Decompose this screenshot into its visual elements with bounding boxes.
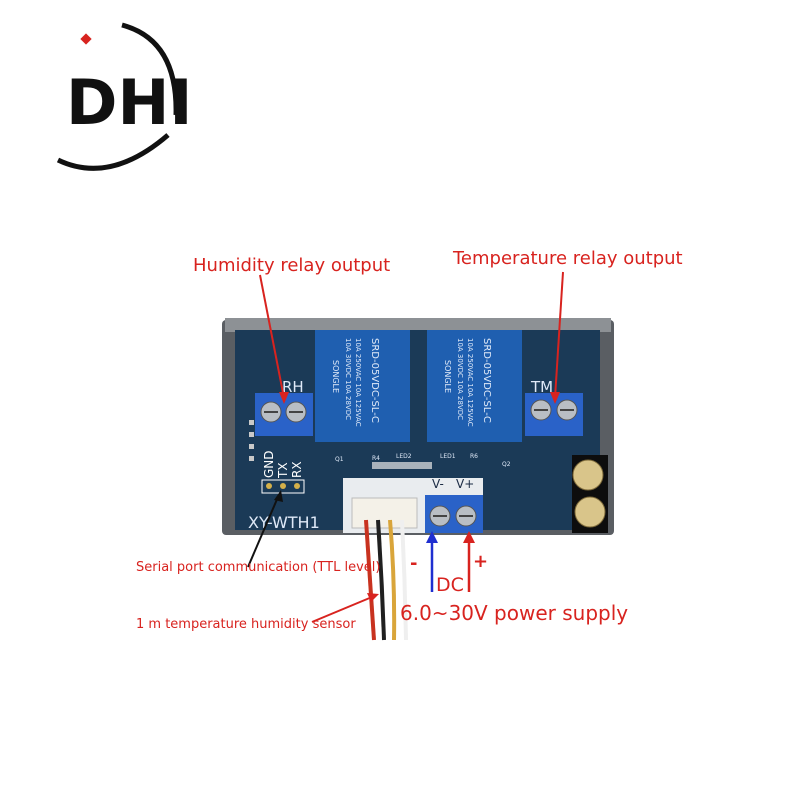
logo-swoosh-bottom [56,133,170,171]
arrow-serial [247,490,283,568]
svg-text:GND: GND [262,450,276,478]
label-plus: + [473,551,489,572]
relay-right: SRD-05VDC-SL-C 10A 250VAC 10A 125VAC 10A… [427,330,522,442]
svg-text:SONGLE: SONGLE [443,360,452,393]
svg-text:TX: TX [276,462,290,479]
silk-model: XY-WTH1 [248,513,320,532]
silk-led1: LED1 [440,453,456,460]
enclosure-top [225,318,611,332]
silk-rh: RH [282,378,304,396]
label-minus: - [410,553,418,574]
serial-header: GND TX RX [261,450,305,494]
svg-text:10A 250VAC 10A 125VAC: 10A 250VAC 10A 125VAC [466,338,474,427]
arrow-sensor [311,593,379,623]
svg-text:SRD-05VDC-SL-C: SRD-05VDC-SL-C [369,338,380,423]
arrow-humidity [259,274,289,404]
label-power-supply: 6.0~30V power supply [400,601,629,625]
svg-text:RX: RX [290,461,304,478]
silk-v-minus: V- [432,477,444,491]
capacitors [572,455,608,533]
label-humidity-relay-output: Humidity relay output [193,255,391,276]
svg-text:10A 250VAC 10A 125VAC: 10A 250VAC 10A 125VAC [354,338,362,427]
sensor-connector [351,497,418,529]
power-area: V- V+ [343,477,483,533]
edge-pins-left [249,420,254,461]
arrow-v-plus [463,531,475,592]
arrow-temperature [550,271,564,404]
silk-led2: LED2 [396,453,412,460]
label-temperature-relay-output: Temperature relay output [453,248,683,269]
smd-parts [372,462,432,469]
label-serial-port: Serial port communication (TTL level) [136,560,381,575]
svg-text:10A 30VDC 10A 28VDC: 10A 30VDC 10A 28VDC [344,338,352,420]
sensor-wires [364,519,408,641]
silk-v-plus: V+ [456,477,474,491]
arrow-v-minus [426,531,438,592]
svg-text:SONGLE: SONGLE [331,360,340,393]
relay-left: SRD-05VDC-SL-C 10A 250VAC 10A 125VAC 10A… [315,330,410,442]
logo-swoosh-top [121,22,179,116]
brand-logo: DHI [56,22,190,171]
silk-r6: R6 [470,453,478,460]
silk-r4: R4 [372,455,380,462]
silk-tm: TM [530,378,553,396]
svg-text:10A 30VDC 10A 28VDC: 10A 30VDC 10A 28VDC [456,338,464,420]
label-sensor: 1 m temperature humidity sensor [136,617,356,632]
label-dc: DC [436,574,464,596]
silk-q2: Q2 [502,461,511,468]
silk-q1: Q1 [335,456,344,463]
svg-text:SRD-05VDC-SL-C: SRD-05VDC-SL-C [481,338,492,423]
logo-text: DHI [66,66,190,139]
